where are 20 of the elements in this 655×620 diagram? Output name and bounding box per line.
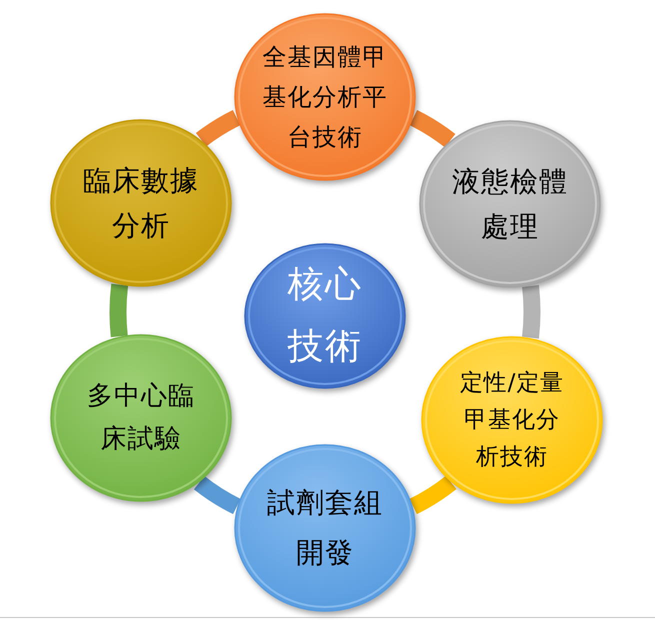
topic-label: 臨床數據分析 — [82, 163, 200, 244]
topic-circle — [234, 444, 416, 612]
topic-label: 定性/定量甲基化分析技術 — [458, 368, 566, 472]
topic-circle — [234, 13, 416, 181]
connector-arc — [409, 476, 456, 514]
topic-label: 全基因體甲基化分析平台技術 — [262, 42, 388, 153]
topic-circle — [50, 119, 232, 287]
connector-arc — [196, 110, 241, 147]
core-circle — [244, 243, 406, 389]
topic-label: 試劑套組開發 — [266, 485, 384, 571]
connector-arc — [409, 110, 456, 148]
topic-circle — [419, 120, 601, 288]
topic-label: 多中心臨床試驗 — [86, 380, 196, 456]
topic-label: 液態檢體處理 — [450, 164, 570, 245]
connector-arc — [522, 285, 540, 338]
topic-circle — [50, 334, 232, 502]
connector-arc — [110, 284, 128, 337]
topic-circle — [421, 336, 603, 504]
core-label: 核心技術 — [286, 263, 364, 369]
connector-arc — [194, 476, 241, 514]
